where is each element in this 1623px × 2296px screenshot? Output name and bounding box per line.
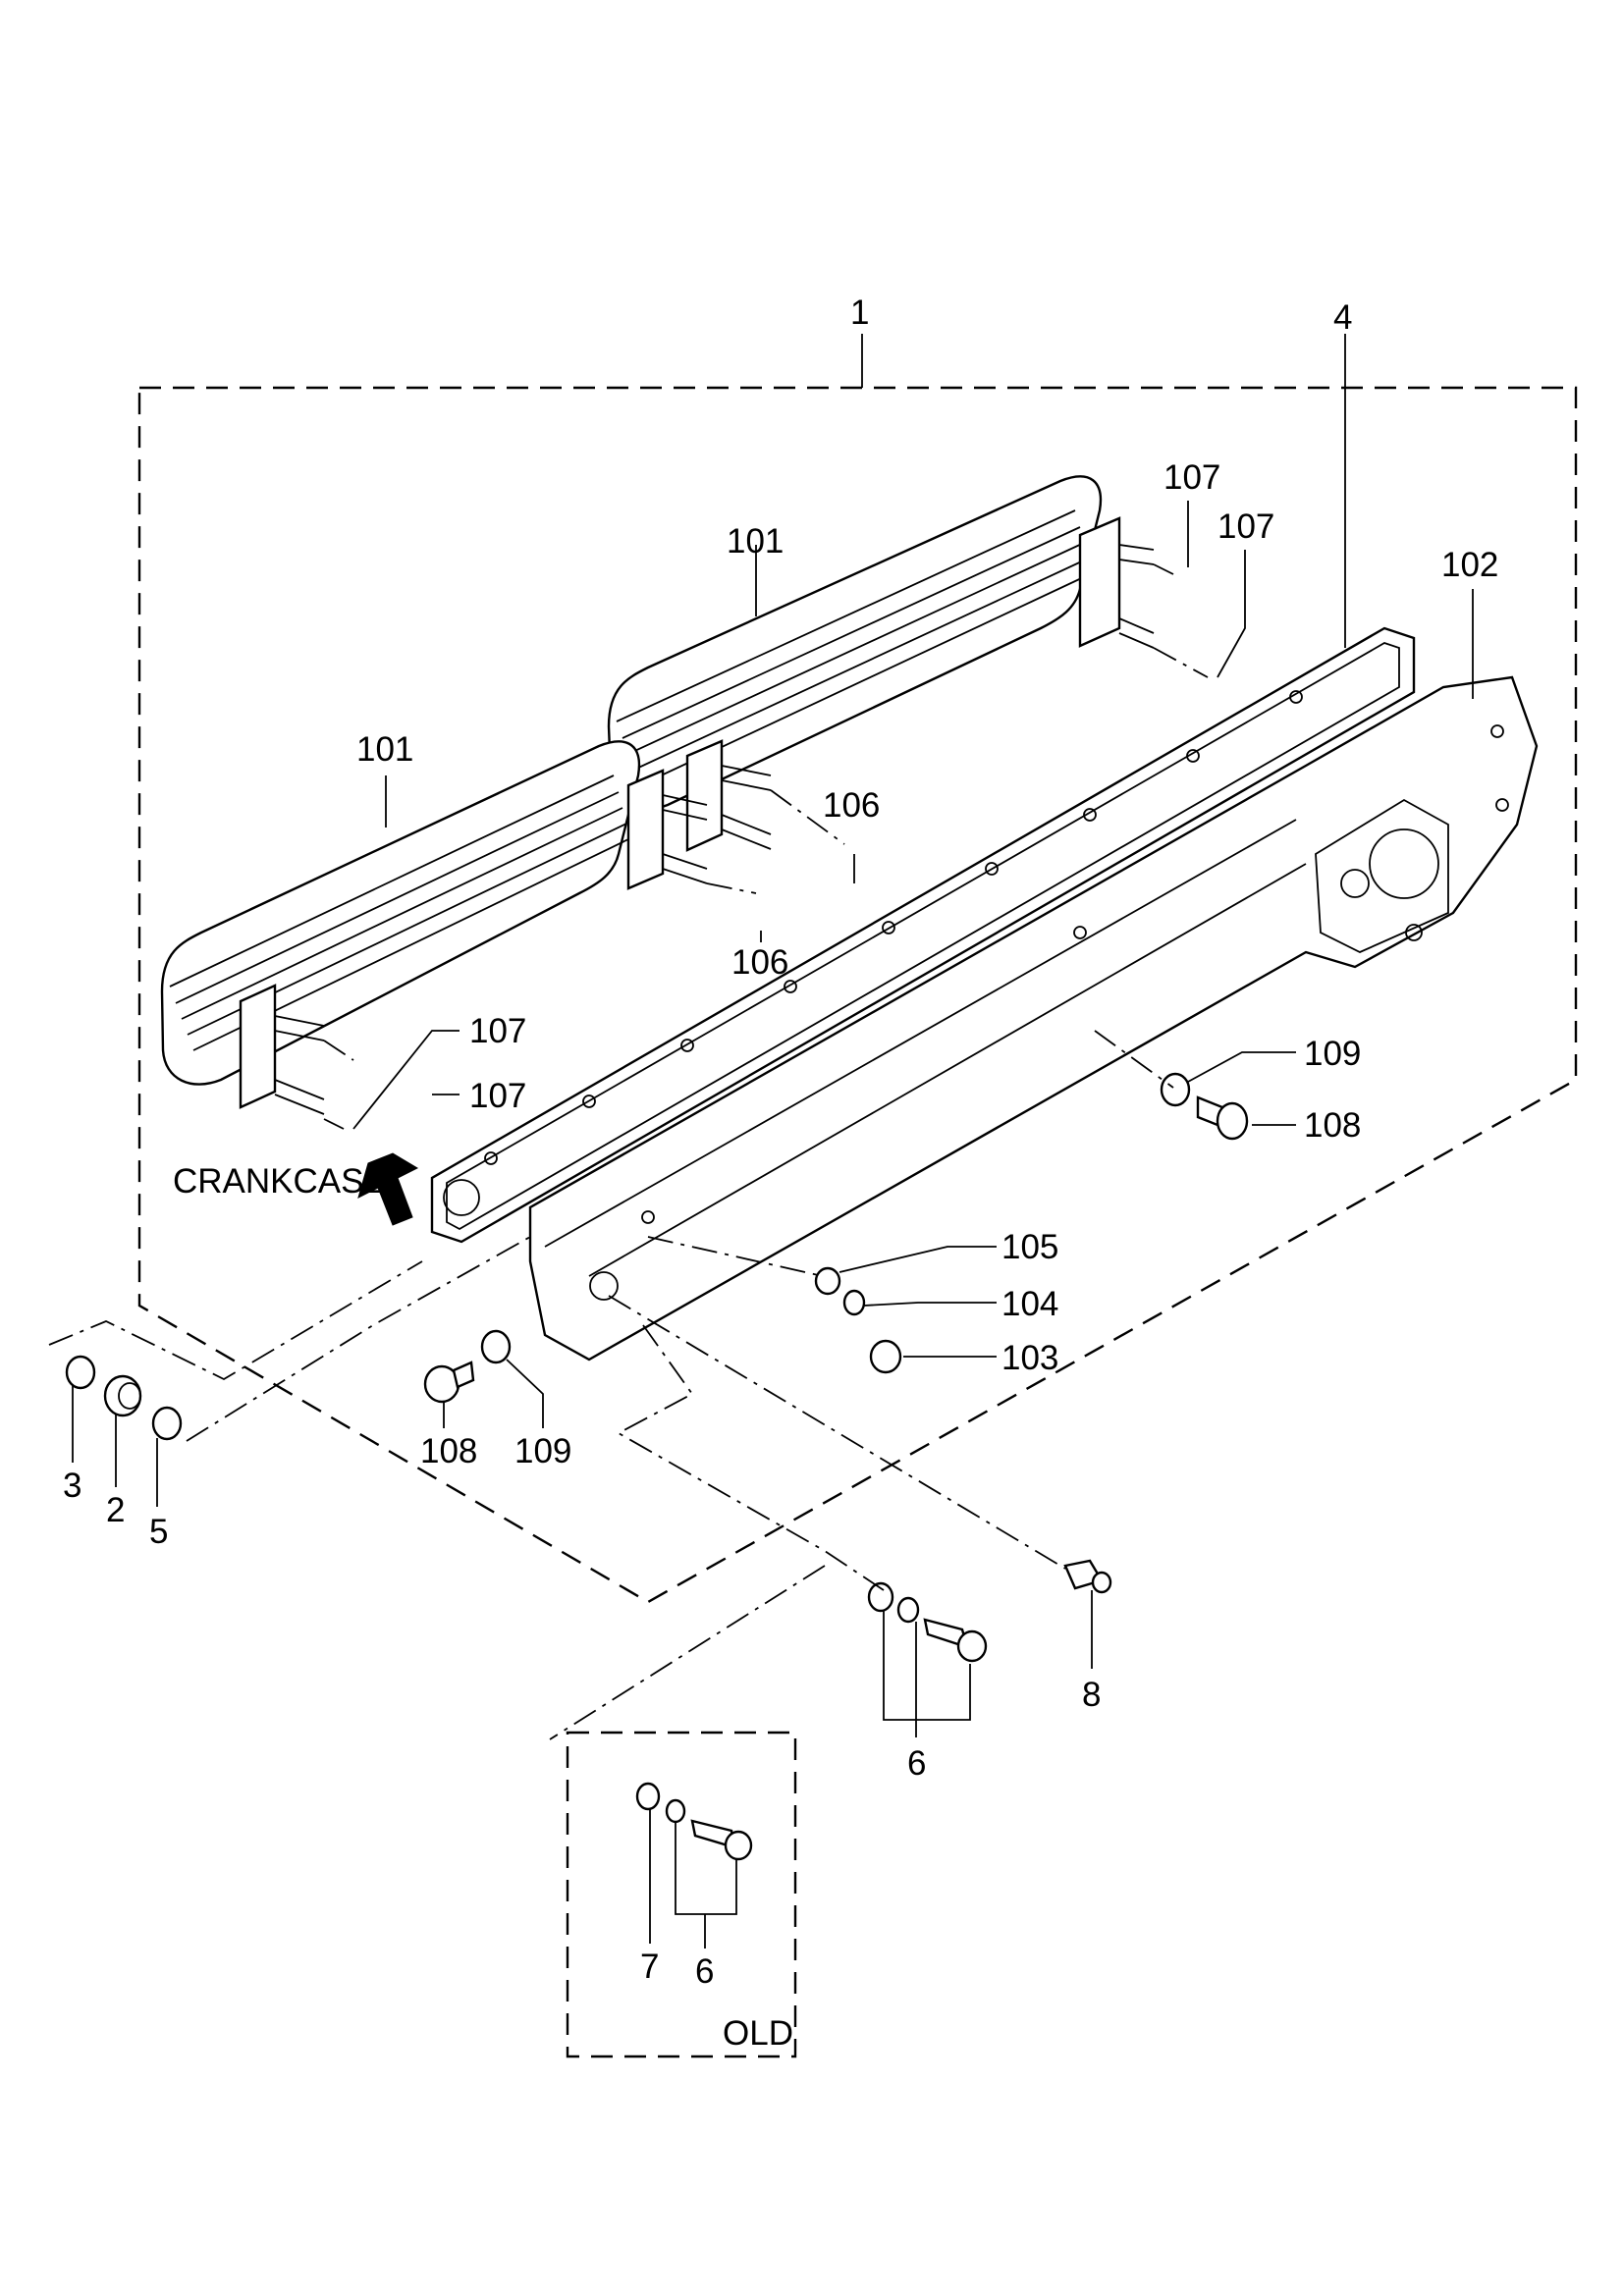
- oring-3: [65, 1355, 96, 1390]
- bolt-108-right: [1196, 1095, 1249, 1141]
- old-label: OLD: [723, 2014, 793, 2053]
- callout-107-b: 107: [1217, 507, 1274, 546]
- cooler-cover: [528, 675, 1539, 1362]
- callout-104: 104: [1001, 1285, 1058, 1323]
- callout-6-old: 6: [695, 1952, 714, 1991]
- callout-101-upper: 101: [727, 522, 784, 561]
- old-variant-box: [566, 1731, 797, 2058]
- oring-5: [151, 1406, 183, 1441]
- callout-101-lower: 101: [356, 730, 413, 769]
- bolt-set-old: [635, 1782, 753, 1861]
- plug-2: [103, 1374, 142, 1417]
- callout-105: 105: [1001, 1228, 1058, 1266]
- callout-109-left: 109: [514, 1432, 571, 1470]
- callout-6-new: 6: [907, 1744, 926, 1783]
- leader-lines: [72, 334, 1474, 1949]
- alignment-lines: [48, 563, 1209, 1740]
- callout-2: 2: [106, 1491, 125, 1529]
- callout-106-b: 106: [731, 943, 788, 982]
- callout-8: 8: [1082, 1676, 1101, 1714]
- callout-103: 103: [1001, 1339, 1058, 1377]
- bolt-set-6: [867, 1581, 988, 1663]
- callout-1: 1: [850, 294, 869, 332]
- callout-108-right: 108: [1304, 1106, 1361, 1145]
- crankcase-arrow-icon: [357, 1152, 419, 1226]
- callout-107-a: 107: [1163, 458, 1220, 497]
- cooler-element-upper: [607, 475, 1155, 852]
- washer-104: [842, 1289, 866, 1316]
- washer-105: [814, 1266, 841, 1296]
- sensor-8: [1063, 1559, 1112, 1594]
- callout-108-left: 108: [420, 1432, 477, 1470]
- callout-106-a: 106: [823, 786, 880, 825]
- callout-107-c: 107: [469, 1012, 526, 1050]
- cooler-element-lower: [160, 740, 708, 1115]
- gasket: [430, 626, 1416, 1244]
- callout-109-right: 109: [1304, 1035, 1361, 1073]
- oring-109-left: [480, 1329, 512, 1364]
- nut-103: [869, 1339, 902, 1374]
- callout-5: 5: [149, 1513, 168, 1551]
- callout-7: 7: [640, 1948, 659, 1986]
- callout-107-d: 107: [469, 1077, 526, 1115]
- crankcase-label: CRANKCASE: [173, 1162, 387, 1201]
- callout-4: 4: [1333, 298, 1352, 337]
- bolt-108-left: [423, 1361, 475, 1404]
- oring-109-right: [1160, 1072, 1191, 1107]
- callout-102: 102: [1441, 546, 1498, 584]
- callout-labels: 1 4 101 101 102 107 107 107 107 106 106 …: [63, 294, 1498, 2053]
- callout-3: 3: [63, 1467, 81, 1505]
